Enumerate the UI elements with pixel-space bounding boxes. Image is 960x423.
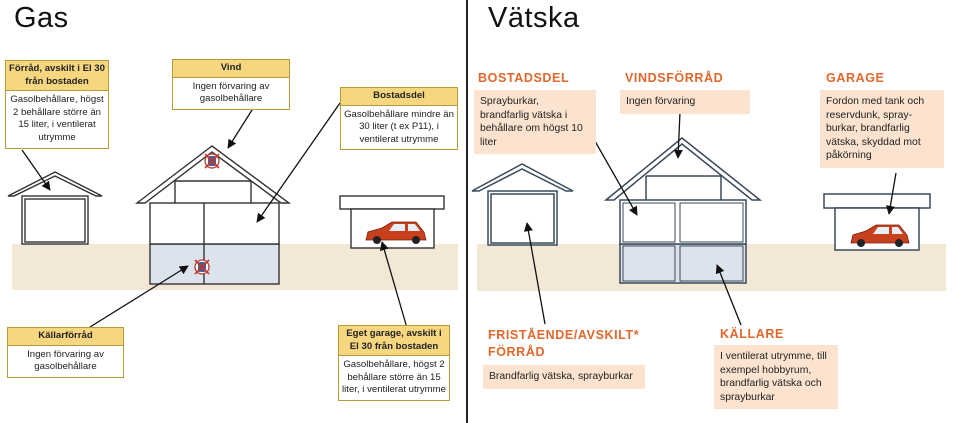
callout-header: Källarförråd [8,328,123,346]
liquid-shed [471,163,574,246]
liquid-box-kallare: I ventilerat utrymme, till exempel hobby… [714,345,838,410]
liquid-house [603,137,763,284]
callout-body: Gasolbehållare, högst 2 behållare större… [342,359,446,396]
callout-body: Gasolbehållare mindre än 30 liter (t ex … [344,108,454,145]
gas-house [134,145,292,285]
callout-body: Gasolbehållare, högst 2 behållare större… [10,94,104,143]
car-icon [850,224,910,247]
gas-callout-kallarforrad: Källarförråd Ingen förvaring av gasolbeh… [7,327,124,378]
callout-header: Bostadsdel [341,88,457,106]
gas-callout-forrad: Förråd, avskilt i El 30 från bostaden Ga… [5,60,109,149]
liquid-heading-bostadsdel: BOSTADSDEL [478,71,570,85]
liquid-heading-vindsforrad: VINDSFÖRRÅD [625,71,724,85]
liquid-heading-fristaende: FRISTÅENDE/AVSKILT* FÖRRÅD [488,328,640,359]
liquid-box-bostadsdel: Sprayburkar, brandfarlig vätska i behåll… [474,90,596,155]
liquid-box-vindsforrad: Ingen förvaring [620,90,750,114]
panel-divider [466,0,468,423]
liquid-heading-kallare: KÄLLARE [720,327,784,341]
no-storage-icon [204,153,220,169]
callout-header: Vind [173,60,289,78]
liquid-box-fristaende: Brandfarlig vätska, sprayburkar [483,365,645,389]
gas-callout-vind: Vind Ingen förvaring av gasolbehållare [172,59,290,110]
gas-callout-bostadsdel: Bostadsdel Gasolbehållare mindre än 30 l… [340,87,458,151]
gas-title: Gas [14,2,69,34]
gas-shed [7,171,103,245]
liquid-box-garage: Fordon med tank och reservdunk, spray-bu… [820,90,944,168]
no-storage-icon [194,259,210,275]
liquid-heading-garage: GARAGE [826,71,885,85]
liquid-title: Vätska [488,2,580,34]
callout-header: Förråd, avskilt i El 30 från bostaden [6,61,108,92]
callout-body: Ingen förvaring av gasolbehållare [27,348,104,373]
callout-body: Ingen förvaring av gasolbehållare [192,80,270,105]
car-icon [365,221,427,244]
callout-header: Eget garage, avskilt i El 30 från bostad… [339,326,449,357]
gas-arrows [21,102,408,329]
gas-callout-garage: Eget garage, avskilt i El 30 från bostad… [338,325,450,401]
